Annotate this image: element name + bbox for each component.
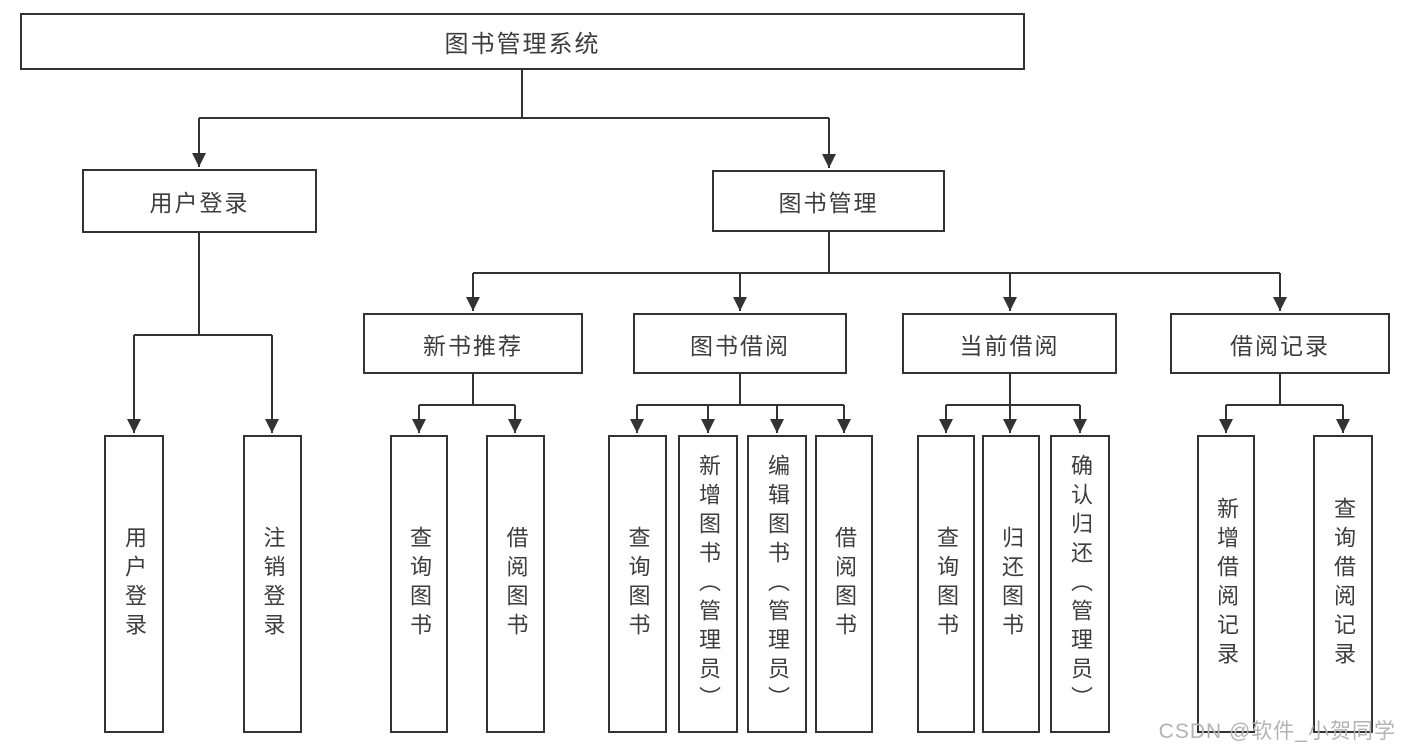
leaf-label: 新增图书（管理员） <box>696 453 721 715</box>
leaf-label: 归还图书 <box>999 526 1024 642</box>
node-borrow-records: 借阅记录 <box>1170 313 1390 374</box>
leaf-query-books-recommend: 查询图书 <box>390 435 448 733</box>
leaf-label: 用户登录 <box>122 526 147 642</box>
leaf-label: 借阅图书 <box>832 526 857 642</box>
leaf-confirm-return-admin: 确认归还（管理员） <box>1050 435 1110 733</box>
leaf-label: 确认归还（管理员） <box>1068 453 1093 715</box>
leaf-label: 编辑图书（管理员） <box>765 453 790 715</box>
leaf-query-borrow-record: 查询借阅记录 <box>1313 435 1373 733</box>
leaf-add-book-admin: 新增图书（管理员） <box>678 435 738 733</box>
leaf-borrow-books-recommend: 借阅图书 <box>486 435 545 733</box>
leaf-label: 查询图书 <box>625 526 651 642</box>
csdn-watermark: CSDN @软件_小贺同学 <box>1158 720 1396 743</box>
leaf-label: 新增借阅记录 <box>1214 497 1239 671</box>
leaf-return-book: 归还图书 <box>982 435 1040 733</box>
leaf-edit-book-admin: 编辑图书（管理员） <box>747 435 807 733</box>
leaf-borrow-books: 借阅图书 <box>815 435 873 733</box>
leaf-user-login: 用户登录 <box>104 435 164 733</box>
leaf-label: 查询图书 <box>407 526 432 642</box>
leaf-add-borrow-record: 新增借阅记录 <box>1197 435 1255 733</box>
node-user-login: 用户登录 <box>82 169 317 233</box>
node-book-borrow: 图书借阅 <box>633 313 847 374</box>
node-book-management: 图书管理 <box>712 170 945 232</box>
node-new-book-recommend: 新书推荐 <box>363 313 583 374</box>
node-current-borrow: 当前借阅 <box>902 313 1117 374</box>
leaf-query-books-borrow: 查询图书 <box>608 435 667 733</box>
leaf-label: 借阅图书 <box>503 526 529 642</box>
leaf-query-books-current: 查询图书 <box>917 435 975 733</box>
leaf-label: 查询借阅记录 <box>1331 497 1356 671</box>
leaf-label: 注销登录 <box>260 526 286 642</box>
leaf-logout: 注销登录 <box>243 435 302 733</box>
node-root-library-system: 图书管理系统 <box>20 13 1025 70</box>
leaf-label: 查询图书 <box>934 526 959 642</box>
